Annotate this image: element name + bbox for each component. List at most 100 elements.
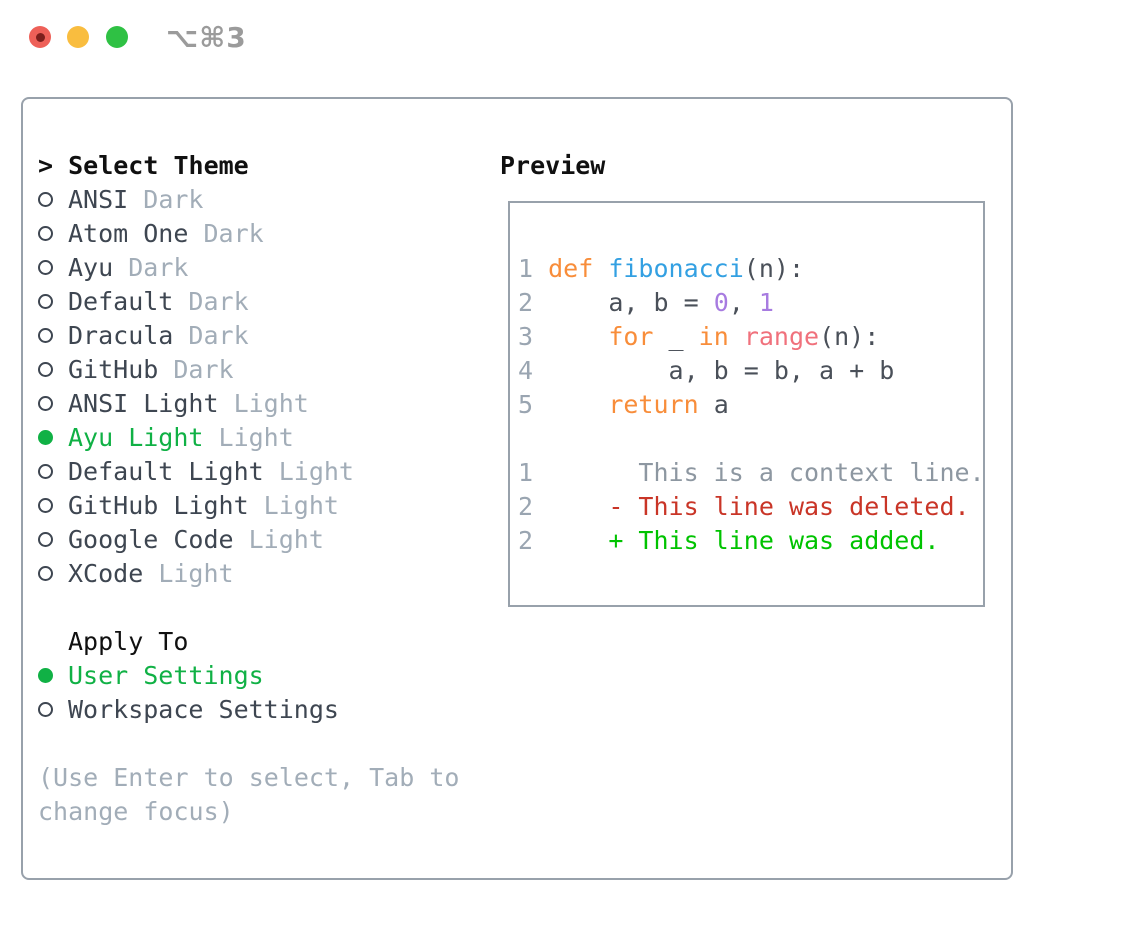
text-token: a, b = <box>548 288 714 317</box>
text-token: Light <box>278 457 354 486</box>
text-token: XCode <box>68 559 159 588</box>
text-token: Default <box>68 287 189 316</box>
theme-option-google-code[interactable]: Google Code Light <box>38 523 459 557</box>
text-token: 2 <box>518 492 534 521</box>
text-token <box>729 322 744 351</box>
circle-outline-icon <box>38 362 53 377</box>
preview-code-line-1: 1 def fibonacci(n): <box>518 252 983 286</box>
theme-option-ayu-light[interactable]: Ayu Light Light <box>38 421 459 455</box>
spacer-row <box>38 591 459 625</box>
theme-option-ansi-dark[interactable]: ANSI Dark <box>38 183 459 217</box>
spacer-row <box>38 727 459 761</box>
minimize-button[interactable] <box>67 26 89 48</box>
text-token: (n): <box>819 322 880 351</box>
radio-unselected-icon <box>38 183 68 217</box>
text-token <box>533 492 608 521</box>
text-token: Dark <box>188 287 249 316</box>
help-hint-line-1: (Use Enter to select, Tab to <box>38 761 459 795</box>
text-token: Dark <box>203 219 264 248</box>
text-token: change focus) <box>38 797 234 826</box>
preview-code-line-4: 4 a, b = b, a + b <box>518 354 983 388</box>
text-token: GitHub Light <box>68 491 264 520</box>
circle-outline-icon <box>38 328 53 343</box>
radio-unselected-icon <box>38 251 68 285</box>
circle-outline-icon <box>38 532 53 547</box>
circle-filled-icon <box>38 430 53 445</box>
spacer-row <box>518 422 983 456</box>
text-token: Light <box>248 525 324 554</box>
theme-option-xcode[interactable]: XCode Light <box>38 557 459 591</box>
text-token: 2 <box>518 288 549 317</box>
preview-code-line-5: 5 return a <box>518 388 983 422</box>
text-token: Dark <box>173 355 234 384</box>
theme-option-dracula-dark[interactable]: Dracula Dark <box>38 319 459 353</box>
apply-to-header: Apply To <box>38 625 459 659</box>
text-token: ANSI <box>68 185 144 214</box>
apply-option-workspace-settings[interactable]: Workspace Settings <box>38 693 459 727</box>
text-token: return <box>608 390 699 419</box>
text-token: ANSI Light <box>68 389 234 418</box>
text-token: for <box>608 322 654 351</box>
close-button[interactable] <box>29 26 51 48</box>
radio-unselected-icon <box>38 353 68 387</box>
theme-option-ansi-light[interactable]: ANSI Light Light <box>38 387 459 421</box>
circle-outline-icon <box>38 702 53 717</box>
apply-option-user-settings[interactable]: User Settings <box>38 659 459 693</box>
text-token: 1 <box>518 254 549 283</box>
radio-unselected-icon <box>38 523 68 557</box>
theme-option-github-light[interactable]: GitHub Light Light <box>38 489 459 523</box>
theme-option-default-light[interactable]: Default Light Light <box>38 455 459 489</box>
preview-added-line: 2 + This line was added. <box>518 524 983 558</box>
text-token: This is a context line. <box>533 458 985 487</box>
preview-context-line: 1 This is a context line. <box>518 456 983 490</box>
circle-outline-icon <box>38 260 53 275</box>
zoom-button[interactable] <box>106 26 128 48</box>
preview-code-line-2: 2 a, b = 0, 1 <box>518 286 983 320</box>
radio-unselected-icon <box>38 693 68 727</box>
text-token: in <box>698 322 729 351</box>
theme-option-atom-one-dark[interactable]: Atom One Dark <box>38 217 459 251</box>
window-title-shortcut: ⌥⌘3 <box>166 21 247 54</box>
text-token: , <box>728 288 759 317</box>
text-token: (n): <box>743 254 805 283</box>
circle-outline-icon <box>38 294 53 309</box>
radio-unselected-icon <box>38 217 68 251</box>
preview-heading: Preview <box>500 151 606 180</box>
text-token: Apply To <box>68 627 189 656</box>
radio-selected-icon <box>38 659 68 693</box>
radio-unselected-icon <box>38 285 68 319</box>
text-token: 2 <box>518 526 534 555</box>
text-token: Light <box>233 389 309 418</box>
circle-outline-icon <box>38 464 53 479</box>
theme-option-ayu-dark[interactable]: Ayu Dark <box>38 251 459 285</box>
select-theme-header: > Select Theme <box>38 149 459 183</box>
preview-code-line-3: 3 for _ in range(n): <box>518 320 983 354</box>
text-token: Ayu <box>68 253 129 282</box>
text-token: a, b = b, a + b <box>548 356 895 385</box>
radio-unselected-icon <box>38 489 68 523</box>
text-token: Dark <box>128 253 189 282</box>
text-token: fibonacci <box>608 254 744 283</box>
circle-filled-icon <box>38 668 53 683</box>
theme-option-github-dark[interactable]: GitHub Dark <box>38 353 459 387</box>
text-token: _ <box>653 322 699 351</box>
text-token: 1 <box>758 288 774 317</box>
title-bar: ⌥⌘3 <box>0 0 1140 75</box>
text-token: Dark <box>143 185 204 214</box>
circle-outline-icon <box>38 192 53 207</box>
preview-deleted-line: 2 - This line was deleted. <box>518 490 983 524</box>
circle-outline-icon <box>38 226 53 241</box>
theme-option-default-dark[interactable]: Default Dark <box>38 285 459 319</box>
text-token: > Select Theme <box>38 151 249 180</box>
prefix-spacer <box>38 625 68 659</box>
text-token: 1 <box>518 458 534 487</box>
radio-unselected-icon <box>38 455 68 489</box>
text-token: def <box>548 254 609 283</box>
radio-unselected-icon <box>38 387 68 421</box>
text-token: Default Light <box>68 457 279 486</box>
radio-unselected-icon <box>38 319 68 353</box>
text-token: GitHub <box>68 355 174 384</box>
